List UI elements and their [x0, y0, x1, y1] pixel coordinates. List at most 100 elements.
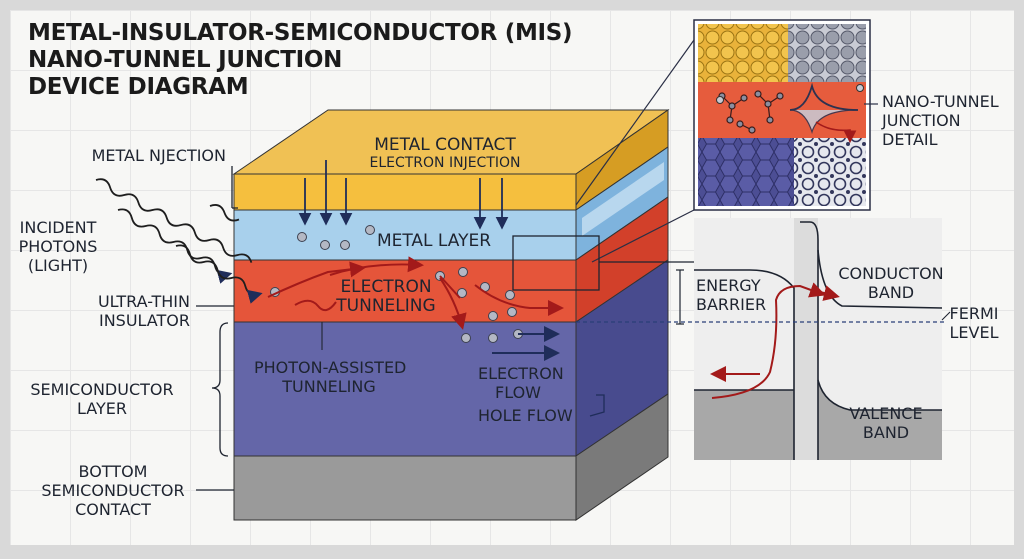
tunneling-arrow — [439, 277, 467, 330]
label-valence-band: VALENCE BAND — [846, 404, 926, 442]
electron — [488, 311, 498, 321]
band-tunneling-arrows — [710, 282, 840, 399]
label-metal-contact: METAL CONTACT — [374, 135, 516, 155]
electron — [488, 333, 498, 343]
label-junction-detail: NANO-TUNNEL JUNCTION DETAIL — [882, 92, 1012, 149]
tunneling-arrows — [267, 256, 564, 330]
barrier-right-edge — [800, 221, 819, 460]
inset-grey-atoms — [788, 24, 866, 82]
photon-wave — [209, 204, 240, 222]
electron — [461, 333, 471, 343]
label-junction-detail-line: DETAIL — [882, 130, 938, 149]
photon-waves — [95, 178, 263, 304]
inset-semiconductor-crystal — [698, 138, 794, 206]
label-insulator-line: ULTRA-THIN — [97, 292, 190, 311]
label-incident-photons-line: PHOTONS — [18, 237, 98, 256]
label-semiconductor-line: LAYER — [77, 399, 127, 418]
inset-connector — [575, 39, 695, 206]
label-hole-flow: HOLE FLOW — [478, 406, 573, 425]
energy-barrier-bracket — [676, 269, 684, 325]
photon-squiggle — [294, 299, 337, 312]
label-incident-photons-line: (LIGHT) — [27, 256, 89, 275]
injection-arrows — [298, 160, 509, 230]
zoom-region-box — [512, 235, 600, 291]
label-electron-injection: ELECTRON INJECTION — [369, 155, 521, 171]
electron — [457, 288, 467, 298]
label-valence-band-line: VALENCE — [849, 404, 923, 423]
inset-electron — [856, 84, 864, 92]
label-bottom-contact: BOTTOM SEMICONDUCTOR CONTACT — [30, 462, 196, 519]
tunneling-arrow — [439, 275, 461, 299]
photon-wave — [95, 178, 253, 263]
semiconductor-valence-region — [818, 380, 942, 460]
label-fermi-level: FERMI LEVEL — [944, 304, 1004, 342]
electron — [458, 267, 468, 277]
bottom-contact-side — [575, 393, 669, 521]
label-ultra-thin-insulator: ULTRA-THIN INSULATOR — [40, 292, 190, 330]
label-bottom-contact-line: CONTACT — [75, 500, 151, 519]
title-line-3: DEVICE DIAGRAM — [28, 74, 249, 100]
label-energy-barrier-line: BARRIER — [696, 295, 767, 314]
label-photon-assisted-line: TUNNELING — [282, 377, 376, 396]
diagram-title: METAL-INSULATOR-SEMICONDUCTOR (MIS) NANO… — [28, 20, 573, 101]
title-line-1: METAL-INSULATOR-SEMICONDUCTOR (MIS) — [28, 20, 573, 46]
label-electron-flow-line: FLOW — [495, 383, 541, 402]
label-metal-layer: METAL LAYER — [376, 231, 492, 251]
device-block — [232, 109, 670, 521]
label-conduction-band-line: CONDUCTON — [838, 264, 944, 283]
hole-flow-mark — [589, 394, 605, 417]
band-tunnel-arrow — [711, 282, 826, 399]
label-fermi-level-line: FERMI — [949, 304, 999, 323]
label-semiconductor-line: SEMICONDUCTOR — [30, 380, 174, 399]
junction-inset — [575, 19, 878, 263]
label-bottom-contact-line: SEMICONDUCTOR — [41, 481, 185, 500]
label-energy-barrier: ENERGY BARRIER — [696, 276, 786, 314]
metal-valence-region — [694, 390, 794, 460]
photon-wave — [175, 244, 263, 304]
metal-side-highlight — [582, 162, 664, 236]
label-electron-flow: ELECTRON FLOW — [478, 364, 564, 402]
label-electron-tunneling-line: TUNNELING — [336, 296, 436, 316]
fermi-leader — [941, 311, 951, 321]
inset-electron — [716, 96, 724, 104]
label-photon-assisted-tunneling: PHOTON-ASSISTED TUNNELING — [254, 358, 407, 396]
tunneling-arrow — [474, 284, 564, 316]
label-junction-detail-line: JUNCTION — [882, 111, 961, 130]
label-electron-flow-line: ELECTRON — [478, 364, 564, 383]
photon-wave — [117, 208, 233, 284]
inset-connector — [591, 209, 695, 263]
electron — [320, 240, 330, 250]
electron — [365, 225, 375, 235]
label-fermi-level-line: LEVEL — [949, 323, 999, 342]
inset-lattice — [794, 138, 866, 206]
band-tunnel-arrow — [819, 285, 840, 301]
tunneling-arrow — [267, 261, 366, 298]
electron — [297, 232, 307, 242]
barrier-region — [794, 218, 818, 460]
bracket-semiconductor — [211, 322, 229, 457]
label-conduction-band: CONDUCTON BAND — [836, 264, 946, 302]
electron-flow-arrows — [492, 326, 560, 361]
label-conduction-band-line: BAND — [867, 283, 915, 302]
valence-band-edge — [817, 379, 942, 411]
label-photon-assisted-line: PHOTON-ASSISTED — [254, 358, 407, 377]
inset-gold-atoms — [698, 24, 788, 82]
label-energy-barrier-line: ENERGY — [696, 276, 761, 295]
title-line-2: NANO-TUNNEL JUNCTION — [28, 47, 343, 73]
electron — [340, 240, 350, 250]
label-incident-photons: INCIDENT PHOTONS (LIGHT) — [2, 218, 114, 275]
semiconductor-layer — [233, 321, 577, 457]
left-leaders — [196, 166, 238, 491]
label-metal-injection: METAL NJECTION — [91, 146, 226, 165]
bottom-contact-layer — [233, 455, 577, 521]
label-incident-photons-line: INCIDENT — [19, 218, 97, 237]
label-valence-band-line: BAND — [862, 423, 910, 442]
inset-wave-packet — [789, 82, 859, 111]
label-electron-tunneling: ELECTRON TUNNELING — [326, 278, 446, 316]
electron — [507, 307, 517, 317]
label-junction-detail-line: NANO-TUNNEL — [882, 92, 999, 111]
label-bottom-contact-line: BOTTOM — [78, 462, 148, 481]
label-electron-tunneling-line: ELECTRON — [340, 277, 432, 297]
